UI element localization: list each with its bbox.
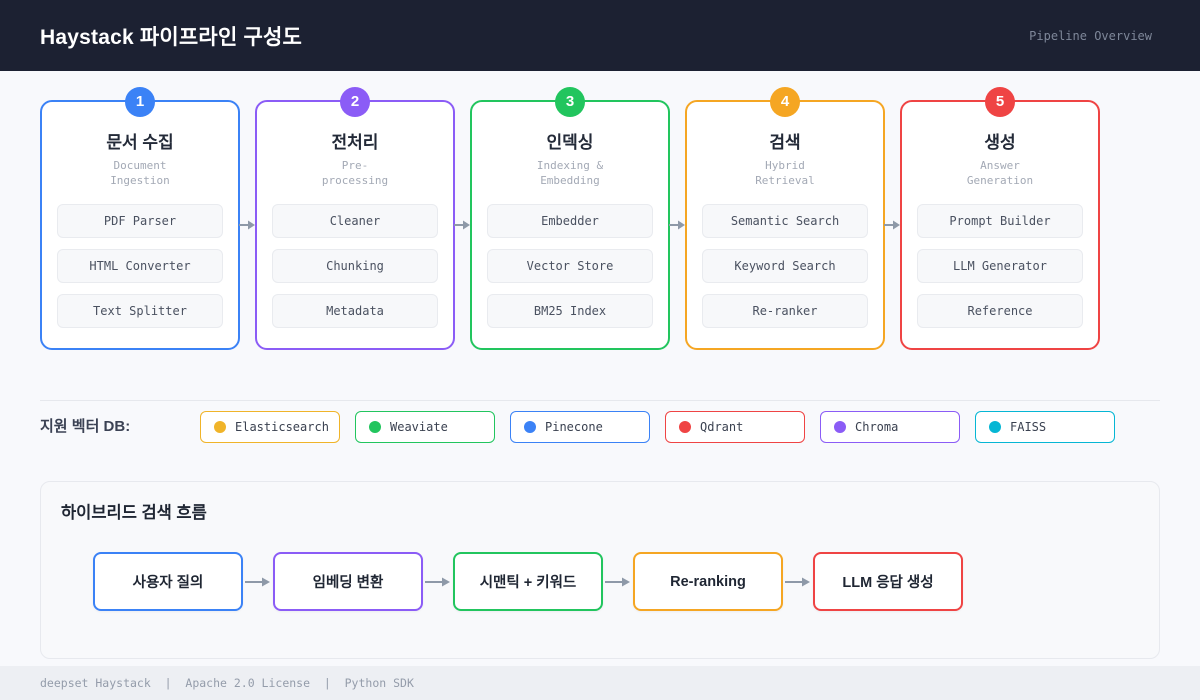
arrow-right-icon [423,576,453,588]
stage-subtitle: Answer Generation [966,159,1034,187]
flow-row: 사용자 질의 임베딩 변환 시맨틱 + 키워드 Re-ranking LLM 응… [93,552,963,611]
db-color-dot-icon [369,421,381,433]
stage-subtitle: Document Ingestion [110,159,170,187]
stage-item: Reference [917,294,1083,328]
stage-title: 전처리 [331,133,379,152]
footer-text: deepset Haystack | Apache 2.0 License | … [40,676,414,690]
vector-db-badge-qdrant: Qdrant [665,411,805,443]
stage-item: LLM Generator [917,249,1083,283]
stage-card-indexing: 3 인덱싱 Indexing & Embedding Embedder Vect… [470,87,670,350]
arrow-right-icon [243,576,273,588]
db-color-dot-icon [679,421,691,433]
db-name: Pinecone [545,420,603,434]
arrow-right-icon [669,220,685,230]
flow-step-llm-response: LLM 응답 생성 [813,552,963,611]
page-title: Haystack 파이프라인 구성도 [40,25,303,49]
vector-db-badge-pinecone: Pinecone [510,411,650,443]
arrow-right-icon [454,220,470,230]
stage-item: BM25 Index [487,294,653,328]
stage-item-list: Cleaner Chunking Metadata [257,204,453,328]
vector-db-badge-chroma: Chroma [820,411,960,443]
db-name: Elasticsearch [235,420,329,434]
stage-number-badge: 5 [985,87,1015,117]
flow-step-reranking: Re-ranking [633,552,783,611]
stage-card-document-ingestion: 1 문서 수집 Document Ingestion PDF Parser HT… [40,87,240,350]
vector-db-badge-elasticsearch: Elasticsearch [200,411,340,443]
db-color-dot-icon [214,421,226,433]
stage-item: Keyword Search [702,249,868,283]
stage-title: 문서 수집 [106,133,174,152]
stage-item: Text Splitter [57,294,223,328]
stage-item: Chunking [272,249,438,283]
db-name: FAISS [1010,420,1047,434]
db-name: Chroma [855,420,899,434]
hybrid-flow-section: 하이브리드 검색 흐름 사용자 질의 임베딩 변환 시맨틱 + 키워드 Re-r… [40,481,1160,659]
arrow-right-icon [603,576,633,588]
stage-item: Prompt Builder [917,204,1083,238]
stage-item-list: Embedder Vector Store BM25 Index [472,204,668,328]
stage-card-retrieval: 4 검색 Hybrid Retrieval Semantic Search Ke… [685,87,885,350]
flow-step-embedding: 임베딩 변환 [273,552,423,611]
stage-item-list: Prompt Builder LLM Generator Reference [902,204,1098,328]
db-color-dot-icon [834,421,846,433]
db-color-dot-icon [524,421,536,433]
arrow-right-icon [783,576,813,588]
flow-section-title: 하이브리드 검색 흐름 [61,504,207,522]
stage-item: Cleaner [272,204,438,238]
section-divider [40,400,1160,401]
stage-item-list: PDF Parser HTML Converter Text Splitter [42,204,238,328]
stage-number-badge: 2 [340,87,370,117]
stage-card-preprocessing: 2 전처리 Pre-processing Cleaner Chunking Me… [255,87,455,350]
db-name: Qdrant [700,420,744,434]
db-name: Weaviate [390,420,448,434]
stage-number-badge: 4 [770,87,800,117]
vector-db-badge-weaviate: Weaviate [355,411,495,443]
header: Haystack 파이프라인 구성도 Pipeline Overview [0,0,1200,71]
vector-db-badge-faiss: FAISS [975,411,1115,443]
stage-subtitle: Indexing & Embedding [536,159,604,187]
footer: deepset Haystack | Apache 2.0 License | … [0,666,1200,700]
stage-item: Semantic Search [702,204,868,238]
stage-item: HTML Converter [57,249,223,283]
db-color-dot-icon [989,421,1001,433]
stage-title: 생성 [984,133,1016,152]
stage-title: 인덱싱 [546,133,594,152]
stage-subtitle: Hybrid Retrieval [755,159,815,187]
header-subtitle: Pipeline Overview [1029,28,1152,43]
stage-item-list: Semantic Search Keyword Search Re-ranker [687,204,883,328]
stage-number-badge: 3 [555,87,585,117]
stage-item: Embedder [487,204,653,238]
stage-title: 검색 [769,133,801,152]
stage-item: PDF Parser [57,204,223,238]
stage-item: Re-ranker [702,294,868,328]
flow-step-user-query: 사용자 질의 [93,552,243,611]
stage-number-badge: 1 [125,87,155,117]
stage-subtitle: Pre-processing [321,159,389,187]
arrow-right-icon [884,220,900,230]
arrow-right-icon [239,220,255,230]
flow-step-semantic-keyword: 시맨틱 + 키워드 [453,552,603,611]
stage-card-generation: 5 생성 Answer Generation Prompt Builder LL… [900,87,1100,350]
stage-item: Metadata [272,294,438,328]
vector-db-label: 지원 벡터 DB: [40,418,131,435]
stage-item: Vector Store [487,249,653,283]
